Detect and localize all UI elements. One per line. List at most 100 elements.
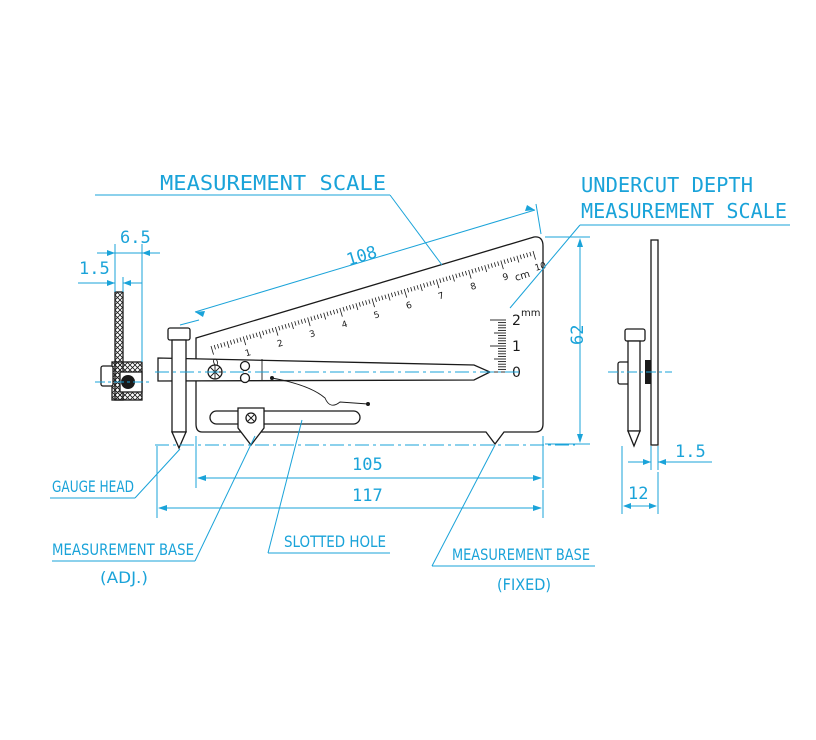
cm-tick [503, 259, 506, 264]
cm-tick [233, 339, 236, 344]
cm-tick [500, 260, 504, 270]
cm-tick [516, 255, 520, 263]
cm-tick [474, 267, 477, 273]
cm-tick [455, 273, 458, 279]
mm-scale-number: 0 [512, 365, 521, 381]
cm-tick [403, 288, 408, 298]
cm-tick [339, 307, 343, 317]
mm-scale: 012 [490, 313, 521, 381]
cm-tick [291, 322, 294, 330]
cm-tick [213, 344, 216, 350]
cm-tick [303, 318, 307, 323]
cm-tick [352, 304, 355, 309]
cm-scale-number: 1 [244, 348, 252, 359]
cm-tick [371, 298, 375, 308]
cm-tick [271, 327, 274, 333]
cm-tick [332, 309, 336, 315]
cm-tick [268, 328, 271, 334]
cm-tick [419, 284, 423, 292]
right-side-view [617, 239, 659, 448]
cm-tick [497, 261, 500, 266]
cm-tick [390, 292, 393, 298]
cm-tick [220, 343, 223, 348]
dim-117: 117 [352, 486, 383, 506]
cm-tick [510, 257, 513, 263]
cm-tick [358, 302, 361, 307]
cm-tick [477, 267, 480, 272]
dim-6-5: 6.5 [120, 228, 151, 248]
gauge-head-pin [171, 339, 187, 433]
cm-scale-number: 0 [212, 358, 221, 369]
cm-tick [493, 262, 497, 267]
cm-scale-number: 7 [437, 291, 445, 302]
cm-tick [522, 253, 525, 259]
cm-tick [365, 300, 368, 305]
cm-tick [281, 324, 284, 330]
cm-tick [387, 293, 391, 301]
label-base-fixed-2: (FIXED) [497, 575, 551, 594]
cm-tick [423, 283, 426, 288]
label-slotted-hole: SLOTTED HOLE [284, 532, 386, 551]
cm-tick [442, 277, 445, 283]
cm-tick [246, 335, 249, 340]
cm-tick [323, 312, 327, 320]
cm-tick [226, 341, 230, 349]
cm-scale-number: 9 [502, 272, 511, 283]
adjustable-base [237, 407, 265, 447]
cm-tick [236, 338, 239, 343]
dim-1-5-left: 1.5 [79, 259, 110, 279]
cm-tick [471, 268, 474, 274]
cm-scale-number: 5 [373, 310, 381, 321]
cm-tick [416, 285, 419, 290]
cm-scale-number: 2 [276, 339, 284, 350]
cm-tick [426, 282, 429, 287]
cm-tick [297, 320, 300, 325]
cm-tick [529, 251, 532, 257]
gauge-head-side-view [100, 291, 143, 401]
label-undercut-line1: UNDERCUT DEPTH [581, 173, 753, 197]
cm-tick [407, 287, 410, 293]
cm-tick [355, 303, 359, 311]
cm-tick [461, 271, 464, 277]
cm-scale-number: 8 [469, 282, 478, 293]
cm-tick [445, 276, 448, 282]
cm-tick [249, 334, 252, 340]
dim-1-5-right: 1.5 [675, 442, 706, 462]
cm-tick [361, 301, 364, 306]
cm-tick [307, 317, 311, 327]
cm-tick [326, 311, 329, 317]
cm-tick [329, 310, 332, 316]
cm-tick [436, 279, 440, 289]
cm-tick [275, 326, 279, 336]
cm-tick [210, 345, 214, 355]
dim-12: 12 [628, 484, 648, 504]
cm-tick [316, 314, 319, 320]
cm-tick [229, 340, 232, 345]
mm-scale-number: 2 [512, 313, 521, 329]
dim-62: 62 [568, 325, 588, 345]
cm-tick [468, 269, 472, 279]
cm-tick [278, 325, 281, 331]
dimension-lines [50, 194, 790, 567]
cm-tick [368, 299, 371, 304]
cm-tick [532, 250, 536, 260]
label-undercut-line2: MEASUREMENT SCALE [581, 199, 787, 223]
cm-tick [397, 290, 400, 296]
cm-tick [448, 275, 451, 281]
cm-tick [242, 336, 247, 346]
cm-tick [506, 258, 509, 264]
cm-tick [439, 278, 442, 283]
label-gauge-head: GAUGE HEAD [52, 477, 134, 496]
cm-tick [378, 296, 381, 302]
label-base-adj-2: (ADJ.) [100, 568, 148, 587]
cm-tick [320, 313, 323, 319]
label-base-adj-1: MEASUREMENT BASE [52, 540, 194, 559]
cm-tick [458, 272, 461, 278]
cm-scale-number: 4 [341, 320, 350, 331]
cm-unit-label: cm [514, 269, 532, 284]
cm-tick [294, 321, 297, 326]
cm-tick [452, 274, 455, 282]
dim-108: 108 [344, 242, 379, 270]
